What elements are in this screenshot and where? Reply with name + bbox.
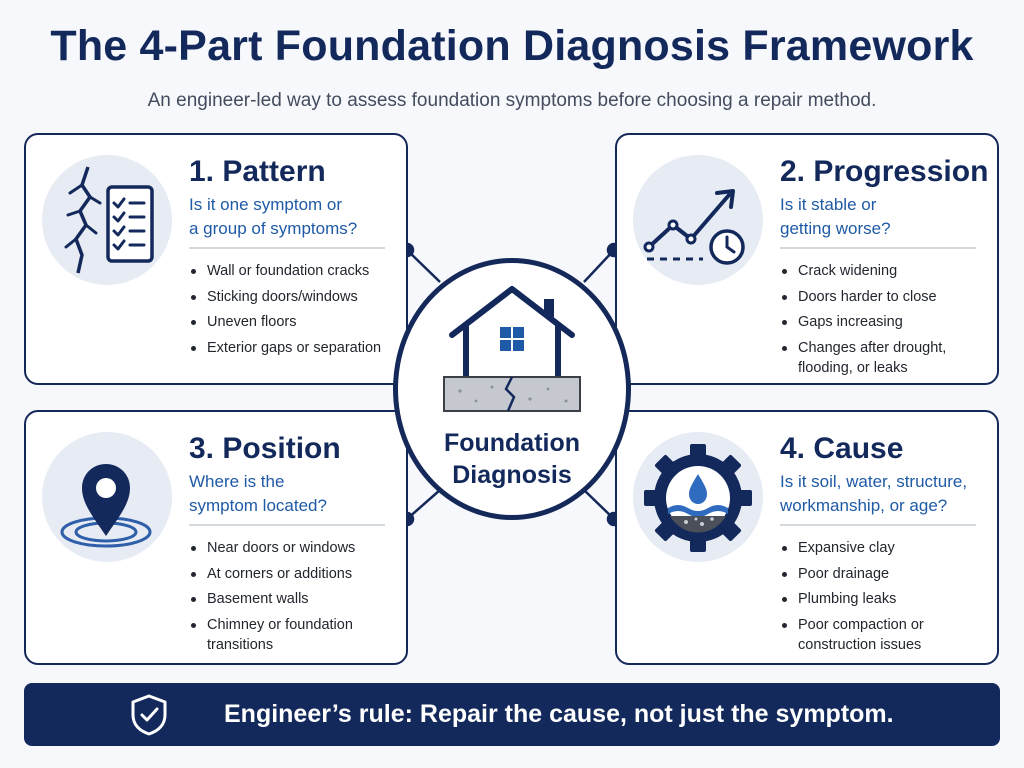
card-pattern: 1. Pattern Is it one symptom or a group … (24, 133, 408, 385)
list-item: Basement walls (189, 589, 403, 609)
list-item: Plumbing leaks (780, 589, 994, 609)
list-item: Near doors or windows (189, 538, 403, 558)
house-on-cracked-slab-icon (443, 286, 581, 412)
card-position: 3. Position Where is the symptom located… (24, 410, 408, 665)
engineers-rule-banner: Engineer’s rule: Repair the cause, not j… (24, 683, 1000, 746)
divider (189, 247, 385, 249)
card-progression: 2. Progression Is it stable or getting w… (615, 133, 999, 385)
card-question: Where is the symptom located? (189, 472, 327, 515)
symptom-list: Near doors or windows At corners or addi… (189, 538, 403, 660)
symptom-list: Wall or foundation cracks Sticking doors… (189, 261, 403, 363)
shield-check-icon (131, 694, 167, 736)
banner-text: Engineer’s rule: Repair the cause, not j… (224, 700, 894, 728)
gear-water-soil-icon (633, 432, 763, 562)
card-title: 4. Cause (780, 432, 904, 465)
card-title: 3. Position (189, 432, 341, 465)
card-question: Is it stable or getting worse? (780, 195, 891, 238)
card-cause: 4. Cause Is it soil, water, structure, w… (615, 410, 999, 665)
list-item: Uneven floors (189, 312, 403, 332)
list-item: Expansive clay (780, 538, 994, 558)
list-item: Exterior gaps or separation (189, 338, 403, 358)
center-hub: Foundation Diagnosis (393, 258, 631, 520)
card-title: 1. Pattern (189, 155, 326, 188)
symptom-list: Expansive clay Poor drainage Plumbing le… (780, 538, 994, 660)
card-title: 2. Progression (780, 155, 989, 188)
list-item: Wall or foundation cracks (189, 261, 403, 281)
list-item: Gaps increasing (780, 312, 994, 332)
card-question: Is it one symptom or a group of symptoms… (189, 195, 358, 238)
list-item: At corners or additions (189, 564, 403, 584)
symptom-list: Crack widening Doors harder to close Gap… (780, 261, 994, 383)
card-question: Is it soil, water, structure, workmanshi… (780, 472, 968, 515)
divider (189, 524, 385, 526)
trend-arrow-clock-icon (633, 155, 763, 285)
map-pin-icon (42, 432, 172, 562)
page-title: The 4-Part Foundation Diagnosis Framewor… (50, 22, 974, 70)
center-label: Foundation Diagnosis (443, 429, 581, 489)
list-item: Sticking doors/windows (189, 287, 403, 307)
list-item: Poor drainage (780, 564, 994, 584)
page-subtitle: An engineer-led way to assess foundation… (147, 90, 877, 111)
list-item: Doors harder to close (780, 287, 994, 307)
divider (780, 247, 976, 249)
divider (780, 524, 976, 526)
crack-and-checklist-icon (42, 155, 172, 285)
list-item: Crack widening (780, 261, 994, 281)
list-item: Changes after drought,flooding, or leaks (780, 338, 994, 378)
